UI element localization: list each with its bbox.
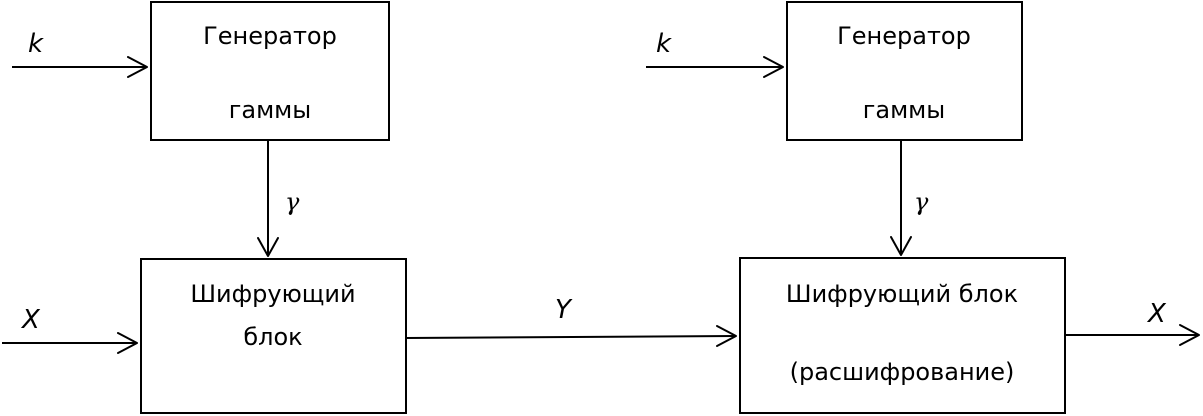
right-gamma-arrow (890, 141, 912, 256)
left-input-label: X (20, 305, 41, 335)
right-gamma-generator-box (786, 1, 1023, 141)
right-decipher-block-box (739, 257, 1066, 414)
right-cipher-label-line1: Шифрующий блок (786, 280, 1018, 308)
right-key-label: k (656, 29, 672, 59)
left-input-arrow (2, 332, 138, 354)
left-generator-label-line2: гаммы (229, 96, 311, 124)
channel-arrow (405, 325, 737, 347)
right-key-arrow (646, 56, 784, 78)
left-gamma-arrow (257, 141, 279, 257)
left-gamma-generator-box (150, 1, 390, 141)
channel-label: Y (555, 295, 573, 325)
left-generator-label-line1: Генератор (203, 22, 337, 50)
left-cipher-block-box (140, 258, 407, 414)
right-output-arrow (1065, 324, 1200, 346)
right-cipher-label-line2: (расшифрование) (790, 358, 1015, 386)
left-key-label: k (28, 29, 44, 59)
left-key-arrow (12, 56, 148, 78)
right-generator-label-line2: гаммы (863, 96, 945, 124)
left-cipher-label-line2: блок (243, 323, 302, 351)
left-gamma-label: γ (285, 188, 300, 216)
right-generator-label-line1: Генератор (837, 22, 971, 50)
right-gamma-label: γ (914, 188, 929, 216)
right-output-label: X (1146, 299, 1167, 329)
left-cipher-label-line1: Шифрующий (190, 280, 355, 308)
